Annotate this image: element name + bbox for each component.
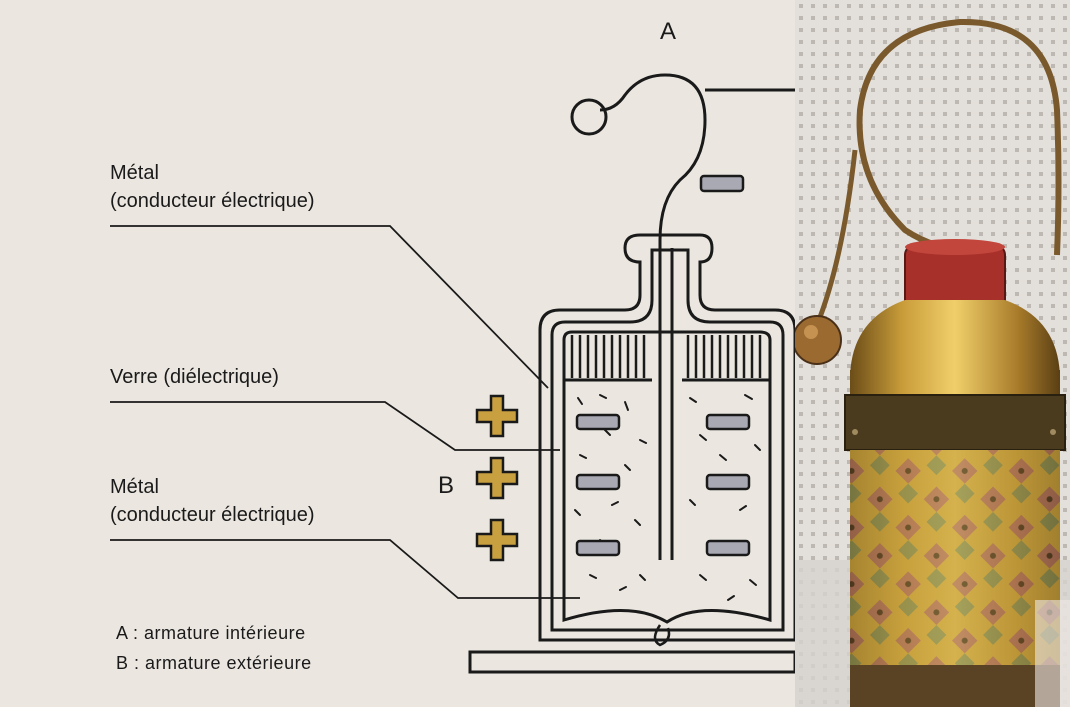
plus-sign bbox=[475, 456, 519, 500]
label-metal-bottom-line1: Métal bbox=[110, 476, 159, 498]
minus-sign bbox=[705, 473, 751, 491]
label-metal-bottom-line2: (conducteur électrique) bbox=[110, 504, 315, 526]
diagram-drawing bbox=[110, 73, 795, 674]
plus-sign bbox=[475, 518, 519, 562]
minus-sign-top bbox=[699, 174, 745, 193]
glass-inner-wall bbox=[562, 330, 772, 624]
jar-inner-outline bbox=[550, 248, 785, 632]
foil-specks bbox=[574, 394, 761, 601]
central-rod bbox=[599, 73, 707, 560]
base-plate bbox=[468, 650, 795, 674]
minus-sign bbox=[575, 413, 621, 431]
legend-a: A : armature intérieure bbox=[116, 623, 306, 643]
minus-sign bbox=[575, 473, 621, 491]
label-metal-top-line2: (conducteur électrique) bbox=[110, 190, 315, 212]
minus-signs bbox=[575, 174, 751, 557]
legend-b: B : armature extérieure bbox=[116, 653, 312, 673]
jar-outer-outline bbox=[538, 233, 795, 642]
plus-signs bbox=[475, 394, 519, 562]
minus-sign bbox=[575, 539, 621, 557]
terminal-ball bbox=[570, 98, 608, 136]
label-glass: Verre (diélectrique) bbox=[110, 366, 279, 388]
marker-b: B bbox=[438, 472, 455, 499]
leader-lines bbox=[110, 225, 580, 599]
leyden-jar-diagram: A B Métal (conducteur électrique) Verre … bbox=[110, 18, 795, 674]
minus-sign bbox=[705, 413, 751, 431]
leyden-jar-photo bbox=[795, 0, 1070, 707]
photo-drawing bbox=[795, 0, 1070, 707]
plus-sign bbox=[475, 394, 519, 438]
marker-a: A bbox=[660, 18, 677, 45]
hatched-top bbox=[570, 335, 762, 378]
minus-sign bbox=[705, 539, 751, 557]
label-metal-top-line1: Métal bbox=[110, 162, 159, 184]
